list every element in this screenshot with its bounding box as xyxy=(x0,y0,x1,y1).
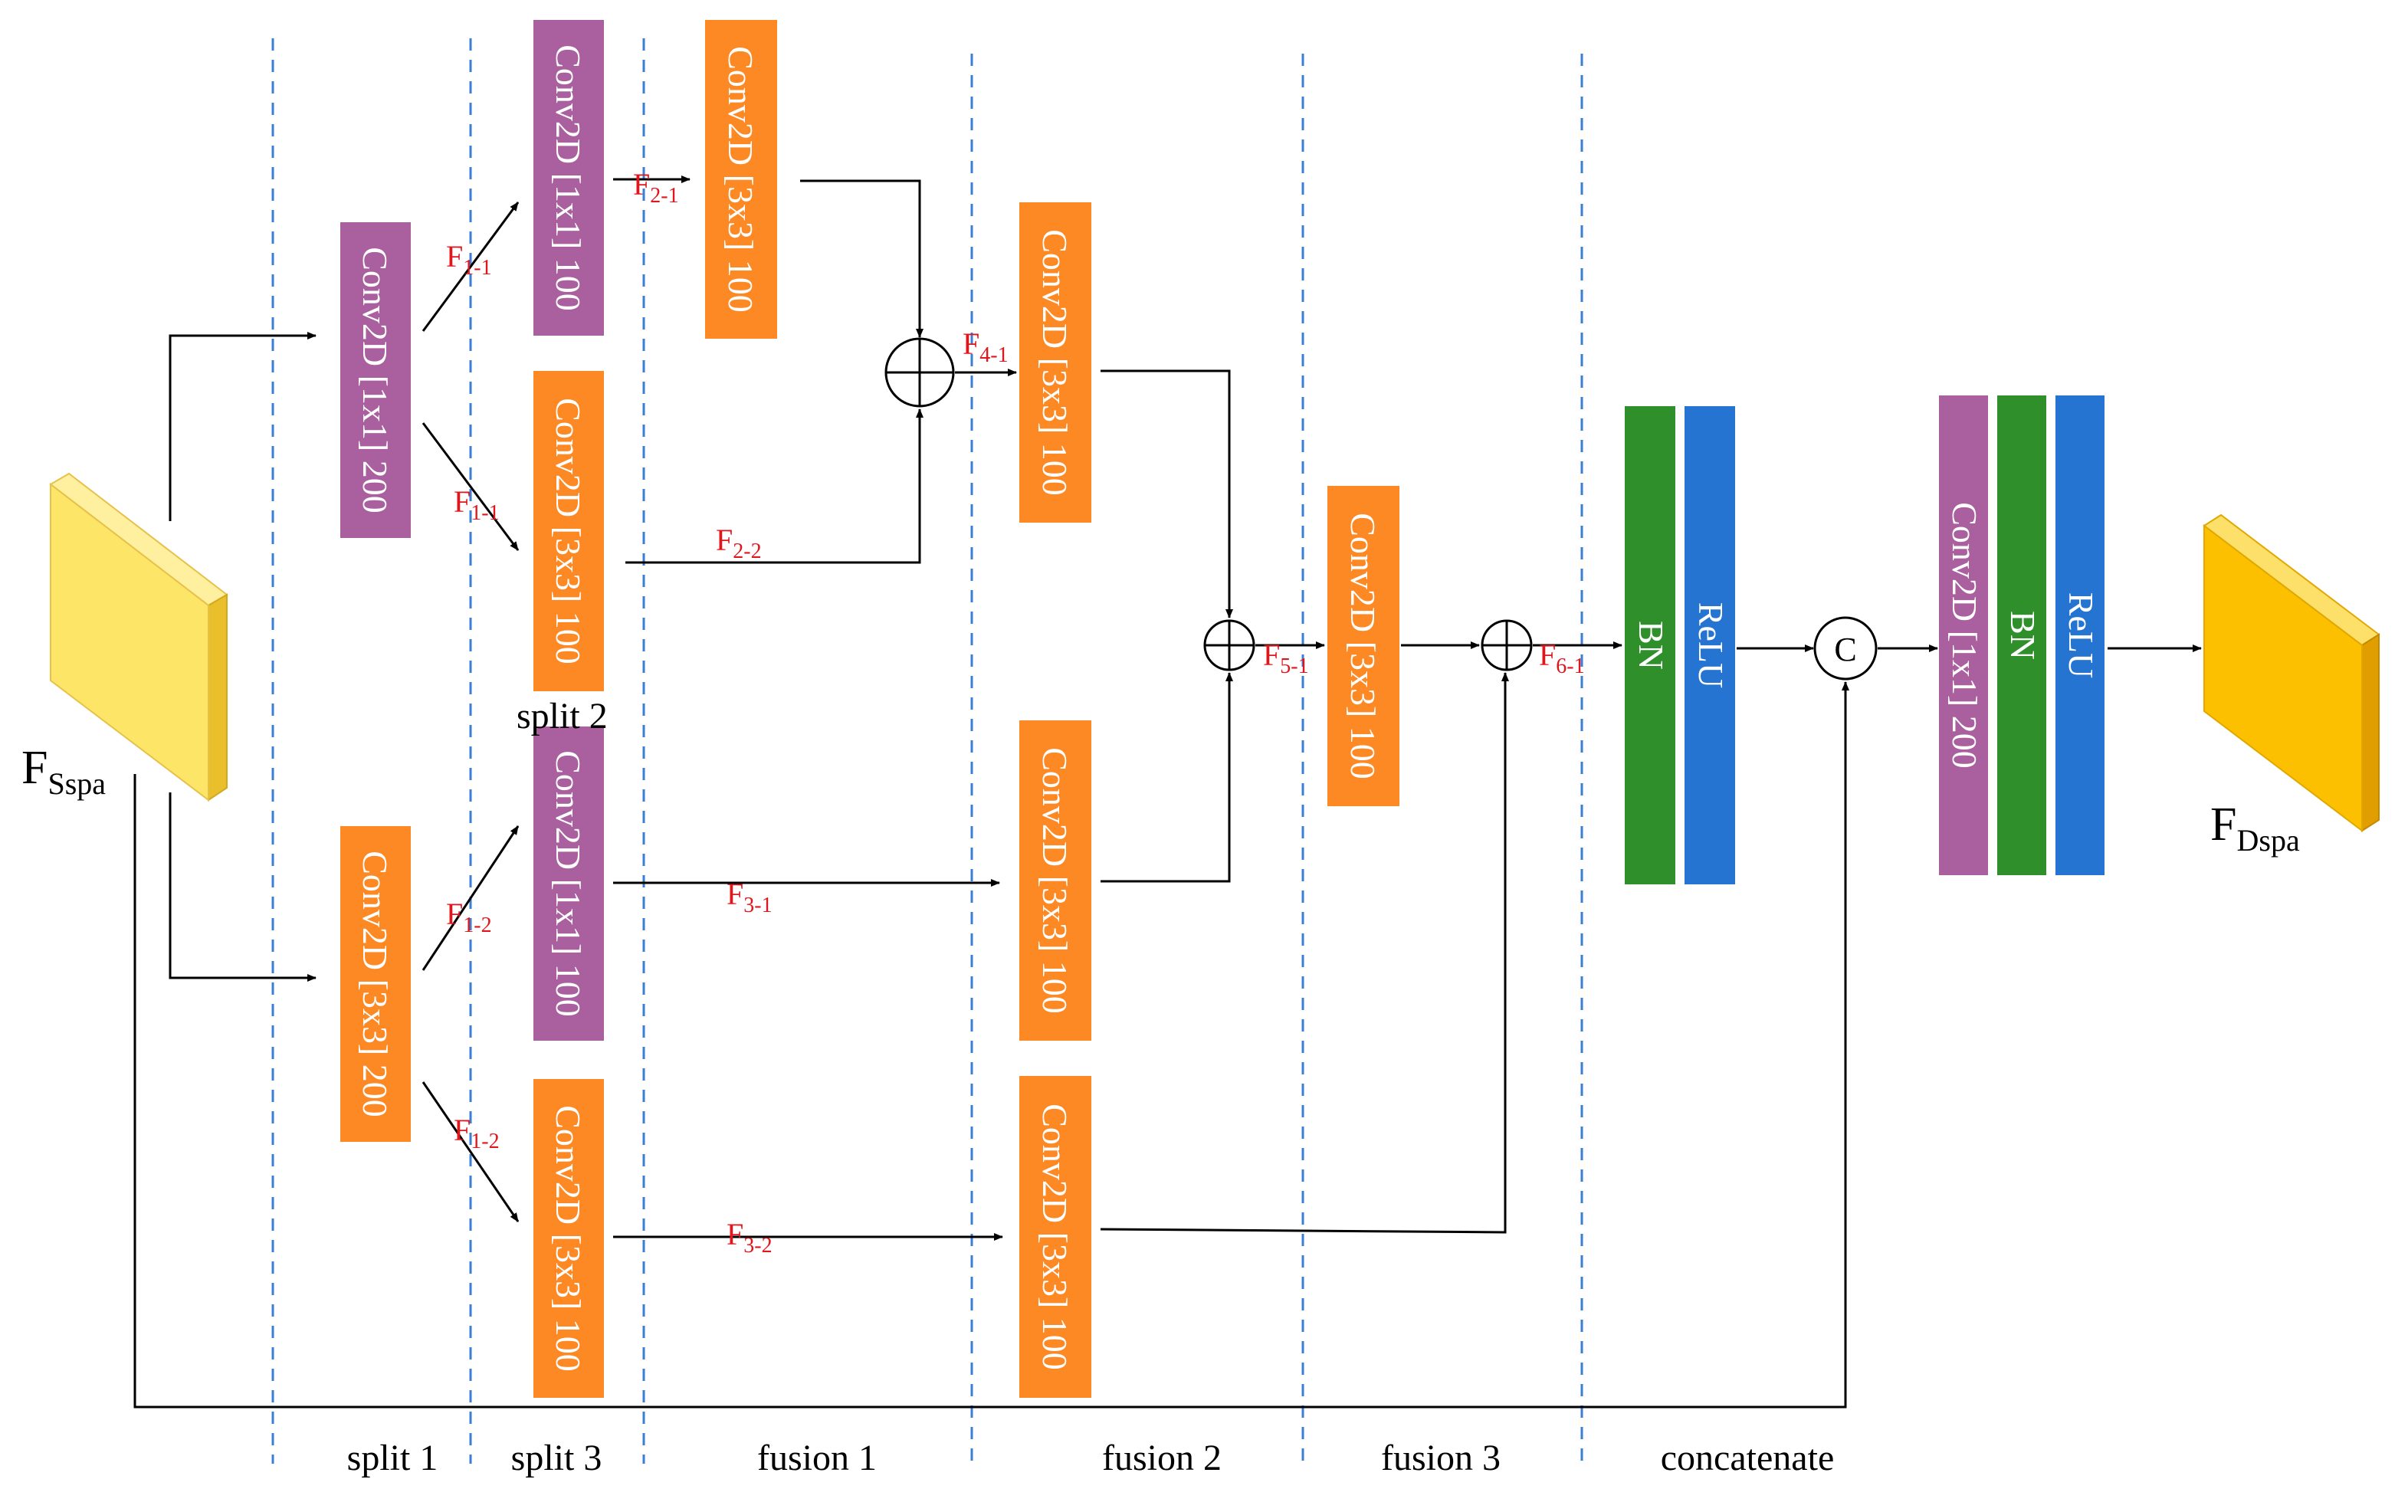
edge-label-f1-2-a: F1-2 xyxy=(446,897,492,937)
output-tensor xyxy=(2203,513,2380,833)
block-s3-a: Conv2D [1x1] 100 xyxy=(533,20,604,336)
stage-dividers xyxy=(271,38,1583,1464)
edge-label-f5-1: F5-1 xyxy=(1263,638,1309,678)
add-op-1 xyxy=(884,337,955,408)
svg-text:BN: BN xyxy=(2003,611,2042,660)
edge-label-f1-2-b: F1-2 xyxy=(454,1113,500,1153)
add-op-3 xyxy=(1481,619,1533,671)
block-bn-2: BN xyxy=(1997,395,2046,875)
split-2-label: split 2 xyxy=(517,696,608,736)
svg-text:BN: BN xyxy=(1632,621,1671,670)
block-s1-bot: Conv2D [3x3] 200 xyxy=(340,826,411,1142)
svg-text:ReLU: ReLU xyxy=(1691,602,1731,688)
block-f2-bot: Conv2D [3x3] 100 xyxy=(1019,1076,1091,1398)
block-f2-mid: Conv2D [3x3] 100 xyxy=(1019,720,1091,1041)
block-f2-top: Conv2D [3x3] 100 xyxy=(1019,202,1091,523)
svg-text:Conv2D [3x3] 100: Conv2D [3x3] 100 xyxy=(1035,1104,1074,1370)
add-op-2 xyxy=(1203,619,1255,671)
svg-text:Conv2D [3x3] 100: Conv2D [3x3] 100 xyxy=(1035,747,1074,1014)
block-s3-c: Conv2D [1x1] 100 xyxy=(533,726,604,1041)
blocks: Conv2D [1x1] 200 Conv2D [3x3] 200 Conv2D… xyxy=(340,20,2105,1398)
svg-text:Conv2D [1x1] 100: Conv2D [1x1] 100 xyxy=(549,44,588,311)
concat-op: C xyxy=(1813,616,1878,681)
stage-labels: split 1 split 3 fusion 1 fusion 2 fusion… xyxy=(347,1438,1835,1478)
block-relu-1: ReLU xyxy=(1685,406,1735,884)
svg-text:Conv2D [3x3] 100: Conv2D [3x3] 100 xyxy=(549,398,588,664)
input-tensor xyxy=(49,472,228,802)
stage-label-fusion-2: fusion 2 xyxy=(1102,1438,1222,1478)
output-label: FDspa xyxy=(2210,799,2300,858)
edge-label-f2-1: F2-1 xyxy=(633,167,679,208)
svg-text:ReLU: ReLU xyxy=(2062,592,2101,678)
stage-label-split-1: split 1 xyxy=(347,1438,438,1478)
edge-label-f1-1-b: F1-1 xyxy=(454,484,500,525)
svg-text:Conv2D [3x3] 100: Conv2D [3x3] 100 xyxy=(721,46,760,313)
edge-label-f4-1: F4-1 xyxy=(963,326,1009,367)
stage-label-concatenate: concatenate xyxy=(1661,1438,1835,1478)
stage-label-fusion-1: fusion 1 xyxy=(757,1438,877,1478)
block-s3-d: Conv2D [3x3] 100 xyxy=(533,1079,604,1398)
input-label: FSspa xyxy=(21,742,106,801)
edge-labels: F1-1 F1-1 F1-2 F1-2 F2-1 F2-2 F3-1 F3-2 … xyxy=(446,167,1585,1258)
svg-text:Conv2D [3x3] 100: Conv2D [3x3] 100 xyxy=(549,1105,588,1372)
block-relu-2: ReLU xyxy=(2055,395,2105,875)
edge-label-f2-2: F2-2 xyxy=(716,523,762,563)
svg-text:Conv2D [1x1] 100: Conv2D [1x1] 100 xyxy=(549,750,588,1017)
svg-text:Conv2D [3x3] 200: Conv2D [3x3] 200 xyxy=(356,851,395,1117)
svg-text:C: C xyxy=(1834,631,1856,668)
block-f3: Conv2D [3x3] 100 xyxy=(1327,486,1399,806)
edge-label-f6-1: F6-1 xyxy=(1539,638,1585,678)
block-bn-1: BN xyxy=(1625,406,1675,884)
stage-label-fusion-3: fusion 3 xyxy=(1381,1438,1501,1478)
svg-text:Conv2D [3x3] 100: Conv2D [3x3] 100 xyxy=(1343,513,1383,779)
svg-text:Conv2D [1x1] 200: Conv2D [1x1] 200 xyxy=(1945,502,1984,769)
stage-label-split-3: split 3 xyxy=(511,1438,602,1478)
block-final-conv: Conv2D [1x1] 200 xyxy=(1939,395,1988,875)
connectors xyxy=(133,175,2202,1409)
edge-label-f3-2: F3-2 xyxy=(727,1217,773,1258)
edge-label-f1-1-a: F1-1 xyxy=(446,239,492,280)
block-s1-top: Conv2D [1x1] 200 xyxy=(340,222,411,538)
block-f1: Conv2D [3x3] 100 xyxy=(705,20,777,339)
edge-label-f3-1: F3-1 xyxy=(727,877,773,917)
svg-text:Conv2D [1x1] 200: Conv2D [1x1] 200 xyxy=(356,247,395,513)
block-s3-b: Conv2D [3x3] 100 xyxy=(533,371,604,691)
svg-text:Conv2D [3x3] 100: Conv2D [3x3] 100 xyxy=(1035,229,1074,496)
